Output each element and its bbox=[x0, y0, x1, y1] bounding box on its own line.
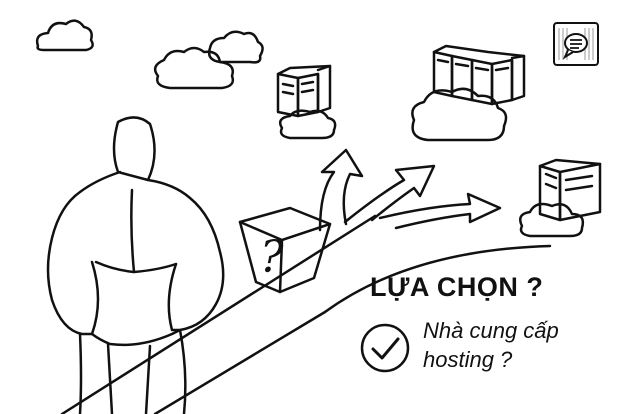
arrow-icon bbox=[378, 192, 502, 230]
chat-bubble-icon bbox=[558, 28, 594, 60]
cloud-icon bbox=[35, 19, 94, 52]
cloud-icon bbox=[153, 46, 235, 90]
headline-text: LỰA CHỌN ? bbox=[370, 272, 544, 302]
server-rack-icon bbox=[276, 64, 337, 140]
chat-button[interactable] bbox=[553, 22, 599, 66]
road-edge bbox=[153, 310, 327, 414]
arrow-icon bbox=[343, 164, 436, 224]
question-box-icon bbox=[238, 206, 332, 294]
man-figure bbox=[46, 116, 225, 414]
subtitle-line-1: Nhà cung cấp bbox=[423, 318, 559, 343]
subtitle-line-2: hosting ? bbox=[423, 347, 513, 372]
arrow-icon bbox=[318, 148, 364, 232]
server-rack-icon bbox=[411, 44, 526, 142]
question-mark: ? bbox=[260, 232, 284, 283]
check-circle-icon bbox=[360, 323, 410, 373]
cloud-icon bbox=[207, 30, 264, 64]
server-rack-icon bbox=[519, 158, 602, 238]
road-edge bbox=[323, 244, 552, 314]
